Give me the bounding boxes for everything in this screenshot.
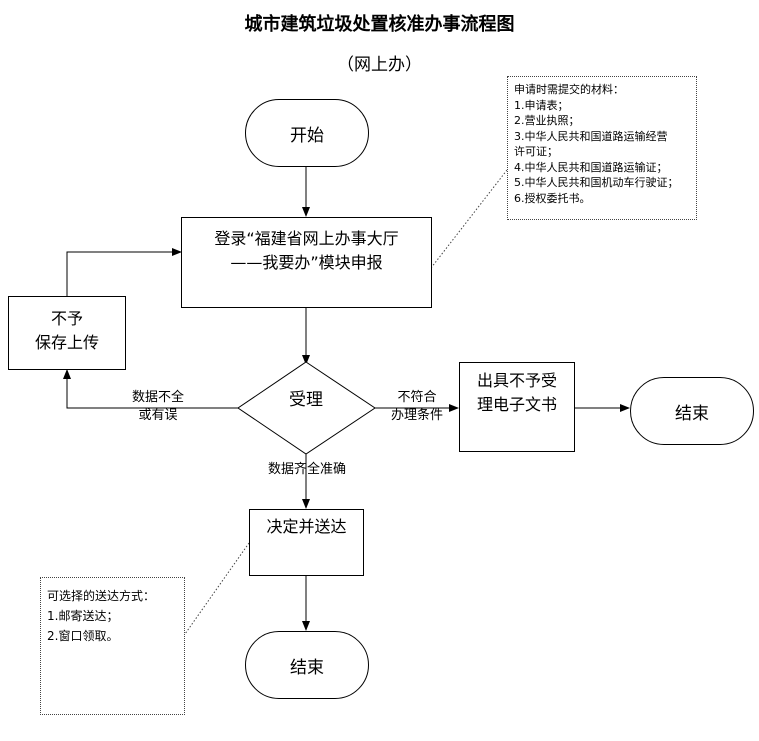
reject-save-line2: 保存上传 <box>34 333 99 352</box>
edge-label-incomplete-line2: 或有误 <box>138 408 178 423</box>
edge-label-incomplete: 数据不全 或有误 <box>126 389 190 425</box>
edge-label-not-qualified-line2: 办理条件 <box>390 408 443 423</box>
edge-label-complete: 数据齐全准确 <box>267 462 346 477</box>
materials-note-item: 2.营业执照； <box>514 114 580 127</box>
delivery-note-item: 1.邮寄送达； <box>47 609 119 623</box>
start-node-label: 开始 <box>290 125 324 146</box>
end-node-right-label: 结束 <box>675 403 709 424</box>
arrow-reject-save-to-login <box>66 248 182 296</box>
page-title: 城市建筑垃圾处置核准办事流程图 <box>244 14 515 35</box>
edge-label-not-qualified-line1: 不符合 <box>397 390 437 405</box>
callout-delivery <box>184 542 250 635</box>
login-submit-line1: 登录“福建省网上办事大厅 <box>214 229 399 248</box>
callout-materials <box>430 169 508 269</box>
materials-note: 申请时需提交的材料： 1.申请表； 2.营业执照； 3.中华人民共和国道路运输经… <box>507 76 697 220</box>
materials-note-item: 3.中华人民共和国道路运输经营 <box>514 129 668 143</box>
accept-node-label: 受理 <box>289 390 323 410</box>
accept-decision-diamond <box>237 361 376 455</box>
materials-note-item: 许可证； <box>514 145 558 158</box>
page-subtitle: （网上办） <box>337 55 422 75</box>
materials-note-item: 1.申请表； <box>514 98 569 112</box>
materials-note-item: 6.授权委托书。 <box>514 191 591 205</box>
materials-note-heading: 申请时需提交的材料： <box>514 83 624 96</box>
login-submit-box: 登录“福建省网上办事大厅 ——我要办”模块申报 <box>181 217 432 308</box>
end-node-right: 结束 <box>630 377 754 445</box>
end-node-bottom-label: 结束 <box>290 657 324 678</box>
materials-note-item: 4.中华人民共和国道路运输证； <box>514 160 668 174</box>
start-node: 开始 <box>245 99 369 167</box>
delivery-note: 可选择的送达方式： 1.邮寄送达； 2.窗口领取。 <box>40 577 185 715</box>
decide-send-box: 决定并送达 <box>249 509 364 576</box>
edge-label-incomplete-line1: 数据不全 <box>131 390 184 405</box>
refusal-document-line1: 出具不予受 <box>476 371 557 390</box>
edge-label-not-qualified: 不符合 办理条件 <box>384 389 450 425</box>
refusal-document-box: 出具不予受 理电子文书 <box>459 362 575 452</box>
decide-send-label: 决定并送达 <box>266 517 347 536</box>
end-node-bottom: 结束 <box>245 631 369 699</box>
reject-save-line1: 不予 <box>50 309 83 328</box>
reject-save-box: 不予 保存上传 <box>8 296 126 370</box>
materials-note-item: 5.中华人民共和国机动车行驶证； <box>514 176 679 189</box>
arrow-accept-to-reject-save <box>63 369 238 409</box>
refusal-document-line2: 理电子文书 <box>476 395 557 414</box>
delivery-note-item: 2.窗口领取。 <box>47 629 119 643</box>
login-submit-line2: ——我要办”模块申报 <box>230 253 383 272</box>
delivery-note-heading: 可选择的送达方式： <box>47 589 156 603</box>
